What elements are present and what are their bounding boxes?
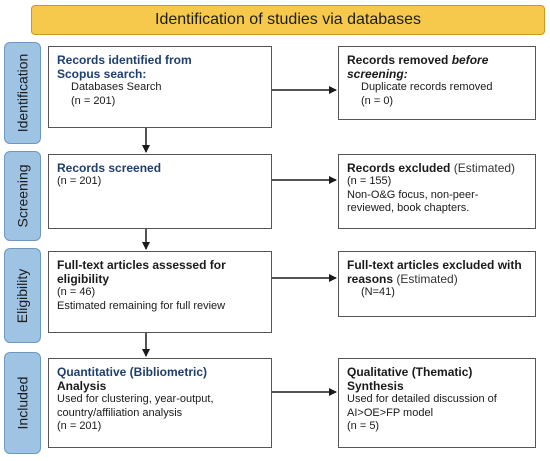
quantitative-heading-2: Analysis: [57, 379, 107, 393]
removed-heading-b: before: [451, 53, 489, 67]
qualitative-use-2: AI>OE>FP model: [347, 406, 434, 419]
excluded-count: (n = 155): [347, 175, 392, 187]
ft-excluded-heading-text: reasons: [347, 272, 394, 286]
ft-excluded-heading-1: Full-text articles excluded with: [347, 258, 522, 272]
box-records-screened: Records screened (n = 201): [48, 154, 272, 229]
identified-heading-1: Records identified from: [57, 53, 192, 67]
box-quantitative: Quantitative (Bibliometric) Analysis Use…: [48, 358, 272, 448]
phase-eligibility: Eligibility: [4, 248, 41, 343]
identified-heading-2: Scopus search:: [57, 67, 147, 81]
fulltext-count: (n = 46): [57, 286, 96, 298]
excluded-heading-text: Records excluded: [347, 161, 451, 175]
box-qualitative: Qualitative (Thematic) Synthesis Used fo…: [338, 358, 536, 448]
excluded-reason-2: reviewed, book chapters.: [347, 202, 470, 214]
ft-excluded-note: (Estimated): [393, 272, 458, 286]
excluded-heading: Records excluded (Estimated): [347, 161, 527, 175]
identified-source: Databases Search: [71, 81, 162, 93]
quantitative-count: (n = 201): [57, 420, 102, 432]
phase-screening: Screening: [4, 151, 41, 241]
screened-heading: Records screened: [57, 161, 162, 175]
qualitative-heading-2: Synthesis: [347, 379, 404, 393]
screened-count: (n = 201): [57, 175, 102, 187]
box-records-identified: Records identified from Scopus search: D…: [48, 46, 272, 128]
fulltext-heading-2: eligibility: [57, 272, 110, 286]
excluded-reason-1: Non-O&G focus, non-peer-: [347, 188, 479, 201]
ft-excluded-heading-2: reasons (Estimated): [347, 272, 527, 286]
box-fulltext-assessed: Full-text articles assessed for eligibil…: [48, 251, 272, 333]
removed-heading-c: screening:: [347, 67, 408, 81]
phase-identification: Identification: [4, 42, 41, 144]
qualitative-count: (n = 5): [347, 420, 380, 432]
identified-count: (n = 201): [71, 94, 116, 107]
removed-heading-a: Records removed: [347, 53, 452, 67]
removed-count: (n = 0): [361, 94, 394, 107]
quantitative-use-1: Used for clustering, year-output,: [57, 393, 214, 405]
quantitative-use-2: country/affiliation analysis: [57, 406, 183, 419]
ft-excluded-count: (N=41): [361, 286, 395, 298]
diagram-title-text: Identification of studies via databases: [155, 11, 421, 28]
phase-included: Included: [4, 352, 41, 454]
fulltext-note: Estimated remaining for full review: [57, 299, 226, 312]
fulltext-heading-1: Full-text articles assessed for: [57, 258, 226, 272]
box-fulltext-excluded: Full-text articles excluded with reasons…: [338, 251, 536, 317]
box-records-excluded: Records excluded (Estimated) (n = 155) N…: [338, 154, 536, 229]
qualitative-heading-1: Qualitative (Thematic): [347, 365, 473, 379]
excluded-note: (Estimated): [450, 161, 516, 175]
qualitative-use-1: Used for detailed discussion of: [347, 393, 497, 405]
box-records-removed: Records removed before screening: Duplic…: [338, 46, 536, 120]
removed-reason: Duplicate records removed: [361, 81, 493, 93]
quantitative-heading-1: Quantitative (Bibliometric): [57, 365, 208, 379]
diagram-title: Identification of studies via databases: [31, 5, 545, 35]
removed-heading: Records removed before: [347, 53, 527, 67]
